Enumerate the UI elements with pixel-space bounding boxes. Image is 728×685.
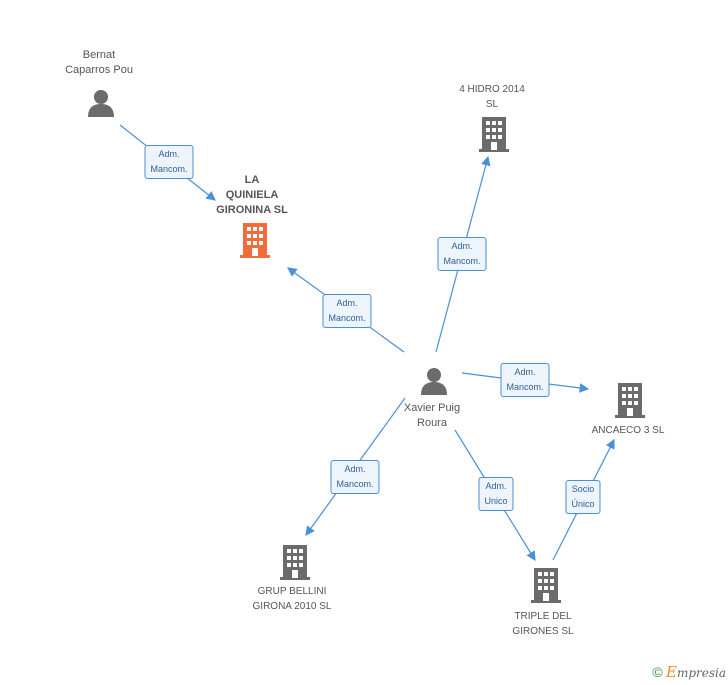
edge-label-triple-ancaeco: Socio Único: [565, 480, 601, 514]
node-label-quiniela[interactable]: LA QUINIELA GIRONINA SL: [216, 174, 288, 216]
person-icon[interactable]: [420, 366, 448, 401]
building-icon[interactable]: [531, 568, 561, 608]
brand-name: mpresia: [676, 666, 726, 680]
node-label-ancaeco[interactable]: ANCAECO 3 SL: [591, 425, 665, 436]
edge-label-bernat-quiniela: Adm. Mancom.: [144, 145, 194, 179]
node-label-hidro[interactable]: 4 HIDRO 2014 SL: [459, 84, 525, 110]
node-label-triple[interactable]: TRIPLE DEL GIRONES SL: [512, 611, 574, 637]
building-icon[interactable]: [479, 117, 509, 157]
edge-label-xavier-hidro: Adm. Mancom.: [437, 237, 487, 271]
edge-label-xavier-quiniela: Adm. Mancom.: [322, 294, 372, 328]
person-icon[interactable]: [87, 88, 115, 123]
empresia-logo: © Empresia: [652, 663, 726, 681]
edge-label-xavier-ancaeco: Adm. Mancom.: [500, 363, 550, 397]
copyright-symbol: ©: [652, 664, 663, 680]
node-label-bernat[interactable]: Bernat Caparros Pou: [65, 49, 133, 76]
building-icon[interactable]: [615, 383, 645, 423]
edge-label-xavier-triple: Adm. Unico: [478, 477, 514, 511]
edge-label-xavier-bellini: Adm. Mancom.: [330, 460, 380, 494]
brand-e: E: [665, 663, 677, 681]
building-icon[interactable]: [280, 545, 310, 585]
node-label-xavier[interactable]: Xavier Puig Roura: [403, 402, 461, 429]
node-label-bellini[interactable]: GRUP BELLINI GIRONA 2010 SL: [252, 586, 332, 612]
building-icon[interactable]: [240, 223, 270, 263]
